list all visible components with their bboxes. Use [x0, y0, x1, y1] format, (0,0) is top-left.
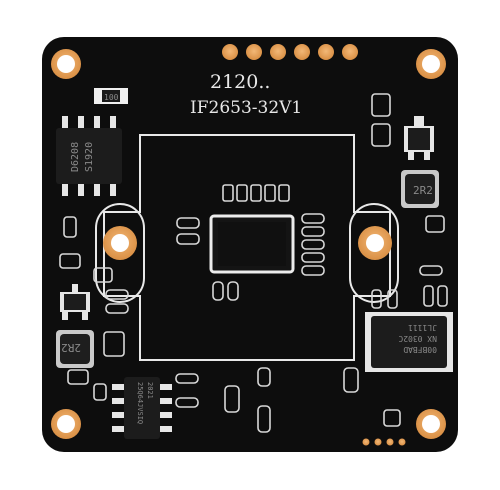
- qfn-line2: NX 0302C: [398, 334, 437, 343]
- qfn-chip: JL1111 NX 0302C 00BFBAD: [365, 312, 453, 372]
- right-passives: [371, 215, 448, 309]
- transistor-left: [60, 284, 90, 320]
- corner-mounting-holes: [51, 49, 446, 439]
- regulator-top-right: [371, 93, 434, 160]
- qfn-line1: JL1111: [408, 323, 437, 332]
- board-code-label: 2120..: [210, 71, 270, 93]
- soic-top-line1: D6208: [70, 142, 81, 172]
- resistor-100-label: 100: [104, 93, 119, 102]
- inductor-bottom-label: 2R2: [61, 341, 81, 354]
- lens-mount-outline: [103, 134, 391, 361]
- soic-bottom-line2: 2021: [146, 382, 154, 399]
- top-edge-pads: [222, 44, 358, 60]
- bottom-right-pads: [362, 438, 406, 446]
- soic-top-line2: S1920: [84, 142, 95, 172]
- board-model-label: IF2653-32V1: [190, 98, 302, 118]
- soic-bottom-line1: 25Q64JVSIQ: [136, 382, 144, 424]
- inductor-bottom: 2R2: [56, 330, 94, 368]
- left-passives: [59, 216, 359, 433]
- qfn-line3: 00BFBAD: [403, 345, 437, 354]
- side-mounting-holes: [103, 226, 392, 260]
- sensor-passives: [176, 184, 325, 301]
- soic-chip-top: D6208 S1920: [56, 116, 122, 196]
- inductor-top: 2R2: [401, 170, 439, 208]
- soic-chip-bottom: 25Q64JVSIQ 2021: [112, 377, 172, 439]
- inductor-top-label: 2R2: [413, 184, 433, 197]
